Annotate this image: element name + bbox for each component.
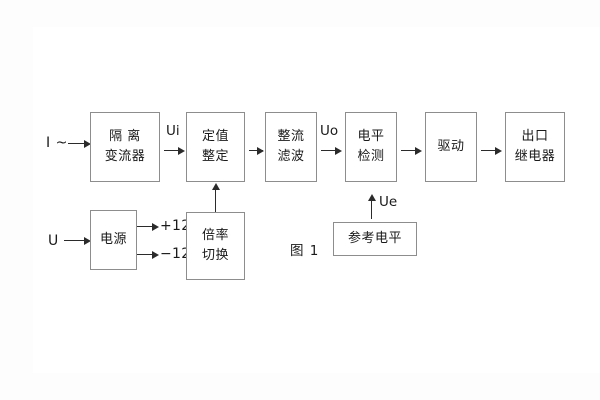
wire-rail-negative (137, 254, 156, 255)
wire-voltage-to-power (64, 240, 86, 241)
current-input-label: I ~ (46, 135, 68, 151)
wire-rectify-to-level (321, 150, 337, 151)
block-output-relay-line-2: 继电器 (514, 149, 556, 164)
block-setting-value-line-1: 定值 (201, 128, 229, 144)
arrowhead-current-to-isolation (84, 140, 91, 148)
wire-drive-to-output-relay (481, 150, 497, 151)
arrowhead-voltage-to-power (84, 237, 91, 245)
block-reference-level[interactable]: 参考电平 (333, 222, 417, 256)
arrowhead-level-to-drive (415, 147, 422, 155)
block-rectify-filter-line-1: 整流 (277, 128, 305, 144)
block-level-detect[interactable]: 电平 检测 (345, 112, 397, 182)
wire-setting-to-rectify (249, 150, 263, 151)
block-rectify-filter-line-2: 滤波 (277, 149, 305, 164)
figure-caption: 图 1 (290, 243, 320, 259)
arrowhead-reference-to-level (368, 194, 376, 201)
signal-ui-label: Ui (166, 123, 180, 139)
arrowhead-multiplier-to-setting (212, 183, 220, 190)
block-reference-level-line-1: 参考电平 (347, 230, 402, 246)
block-isolation-ct-line-2: 变流器 (104, 149, 146, 164)
arrowhead-drive-to-output-relay (495, 147, 502, 155)
block-setting-value-line-2: 整定 (201, 149, 229, 164)
diagram-plate (33, 27, 600, 373)
arrowhead-setting-to-rectify (257, 147, 264, 155)
wire-reference-to-level (371, 199, 372, 219)
block-power-supply[interactable]: 电源 (90, 210, 137, 270)
block-isolation-ct-line-1: 隔 离 (109, 128, 141, 144)
signal-uo-label: Uo (320, 123, 339, 139)
block-rectify-filter[interactable]: 整流 滤波 (265, 112, 317, 182)
block-multiplier-switch-line-2: 切换 (201, 248, 229, 263)
block-power-supply-line-1: 电源 (99, 231, 127, 247)
voltage-input-label: U (48, 233, 59, 249)
signal-ue-label: Ue (379, 194, 398, 210)
block-setting-value[interactable]: 定值 整定 (186, 112, 245, 182)
wire-current-to-isolation (68, 143, 86, 144)
wire-isolation-to-setting (164, 150, 180, 151)
block-drive-line-1: 驱动 (437, 138, 465, 154)
block-drive[interactable]: 驱动 (425, 112, 477, 182)
arrowhead-isolation-to-setting (178, 147, 185, 155)
block-output-relay[interactable]: 出口 继电器 (505, 112, 565, 182)
wire-level-to-drive (401, 150, 417, 151)
block-level-detect-line-2: 检测 (357, 149, 385, 164)
wire-multiplier-to-setting (215, 189, 216, 212)
wire-rail-positive (137, 226, 156, 227)
block-multiplier-switch[interactable]: 倍率 切换 (186, 212, 245, 280)
arrowhead-rectify-to-level (335, 147, 342, 155)
arrowhead-rail-positive (152, 223, 159, 231)
block-multiplier-switch-line-1: 倍率 (201, 227, 229, 243)
block-isolation-ct[interactable]: 隔 离 变流器 (90, 112, 160, 182)
block-level-detect-line-1: 电平 (357, 128, 385, 144)
arrowhead-rail-negative (152, 251, 159, 259)
block-output-relay-line-1: 出口 (521, 128, 549, 144)
